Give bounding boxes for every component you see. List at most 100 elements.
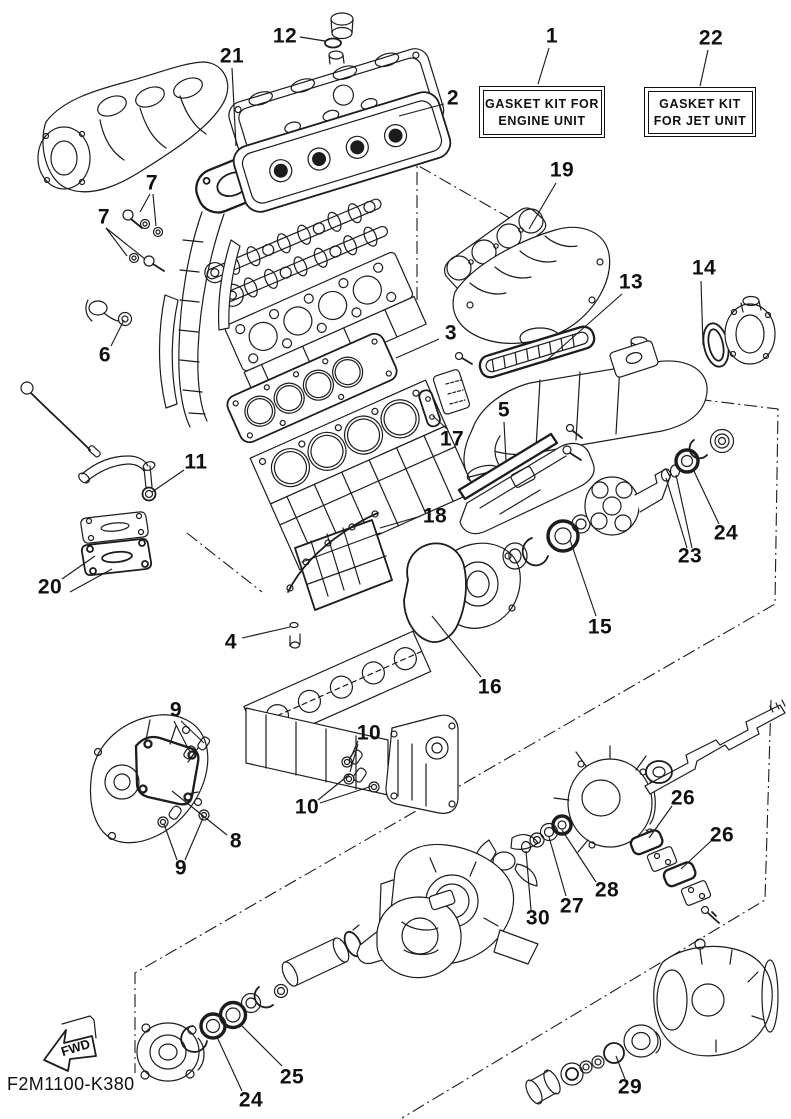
leader-line-21 (231, 67, 237, 147)
muffler-gasket-art (457, 432, 559, 501)
leader-line-17 (432, 415, 448, 430)
breather-gasket-art (80, 537, 153, 577)
coupling-seal-art (502, 445, 591, 570)
leader-line-18 (379, 515, 422, 529)
leader-line-23 (665, 477, 688, 549)
leader-line-9 (184, 817, 204, 861)
intake-manifold-art (37, 61, 229, 193)
callout-number-11: 11 (184, 450, 208, 474)
muffler-art (459, 423, 595, 535)
leader-line-7 (139, 193, 151, 213)
callout-number-14: 14 (691, 256, 717, 280)
coupling-art (584, 468, 671, 536)
leader-line-15 (569, 539, 597, 617)
oil-pump-art (90, 714, 209, 844)
leader-line-24 (216, 1036, 243, 1092)
callout-number-19: 19 (549, 158, 575, 182)
gasket-kit-jet-box: GASKET KIT FOR JET UNIT (644, 87, 756, 137)
oil-filler-cap-art (324, 12, 354, 65)
shaft-seal-bearing-art (674, 428, 735, 474)
callout-number-26: 26 (709, 823, 735, 847)
leader-line-12 (299, 36, 326, 42)
leader-line-10 (349, 743, 359, 773)
leader-line-30 (525, 850, 532, 911)
callout-number-25: 25 (279, 1065, 305, 1089)
exhaust-pipe-art (463, 336, 708, 484)
leader-line-7 (105, 227, 128, 257)
callout-number-13: 13 (618, 270, 644, 294)
callout-number-24: 24 (238, 1088, 264, 1112)
hose-joint-art (85, 299, 133, 327)
leader-line-7 (152, 193, 157, 227)
callout-number-27: 27 (559, 894, 585, 918)
callout-number-22: 22 (698, 26, 724, 50)
gasket-kit-engine-line1: GASKET KIT FOR (485, 96, 599, 111)
callout-number-5: 5 (497, 398, 511, 422)
leader-line-8 (171, 790, 228, 836)
small-bearing-set-art (525, 1055, 605, 1105)
separator-plate-art (286, 510, 393, 611)
leader-line-13 (545, 293, 623, 362)
callout-number-30: 30 (525, 906, 551, 930)
oil-cooler-art (385, 714, 459, 814)
valve-gasket-17-art (418, 351, 473, 428)
leader-line-6 (110, 319, 125, 347)
dipstick-art (20, 381, 101, 458)
leader-line-9 (180, 720, 205, 744)
bolt-set-art (122, 209, 165, 272)
coupling-cover-art (623, 1024, 662, 1058)
callout-number-21: 21 (219, 44, 245, 68)
housing-gasket-art (403, 542, 467, 643)
exhaust-manifold-art (452, 226, 611, 349)
crankcase-art (243, 621, 432, 796)
leader-line-16 (431, 615, 482, 678)
leader-line-22 (699, 49, 709, 87)
leader-line-9 (173, 720, 191, 753)
leader-line-3 (395, 338, 440, 359)
callout-number-18: 18 (422, 504, 448, 528)
oil-pipe-art (78, 455, 157, 502)
callout-number-4: 4 (224, 630, 238, 654)
callout-number-26: 26 (670, 786, 696, 810)
callout-number-12: 12 (272, 24, 298, 48)
callout-number-7: 7 (97, 205, 111, 229)
gasket-kit-engine-box: GASKET KIT FOR ENGINE UNIT (479, 86, 605, 138)
head-gasket-art (226, 332, 398, 444)
leader-line-10 (317, 773, 351, 801)
transom-housing-art (653, 938, 779, 1057)
leader-line-10 (319, 785, 373, 804)
cylinder-block-art (249, 379, 476, 571)
leader-line-7 (105, 227, 146, 260)
leader-line-19 (528, 182, 557, 230)
leader-line-27 (548, 836, 567, 897)
callout-number-16: 16 (477, 675, 503, 699)
callout-leader-lines (61, 36, 720, 1092)
bearing-housing-art (136, 1022, 205, 1082)
callout-number-15: 15 (587, 615, 613, 639)
callout-number-7: 7 (145, 171, 159, 195)
leader-line-29 (615, 1055, 626, 1080)
leader-line-5 (503, 421, 507, 462)
drive-shaft-art (644, 699, 786, 795)
leader-line-9 (163, 823, 178, 861)
outlet-body-art (724, 295, 776, 365)
callout-number-6: 6 (98, 343, 112, 367)
callout-number-1: 1 (545, 24, 559, 48)
callout-number-9: 9 (169, 698, 183, 722)
callout-number-29: 29 (617, 1075, 643, 1099)
drawing-part-code: F2M1100-K380 (7, 1074, 135, 1094)
leader-line-20 (69, 568, 113, 593)
timing-chain-art (158, 211, 241, 428)
valve-cover-gasket-art (232, 91, 452, 213)
leader-line-4 (241, 626, 291, 639)
leader-line-25 (239, 1023, 283, 1067)
oil-pump-gasket-art (134, 735, 200, 806)
callout-number-8: 8 (229, 829, 243, 853)
lower-seal-set-art (180, 983, 289, 1053)
callout-number-23: 23 (677, 544, 703, 568)
gasket-kit-jet-line2: FOR JET UNIT (653, 113, 747, 128)
callout-number-2: 2 (446, 86, 460, 110)
fwd-arrow: FWD (43, 1015, 97, 1072)
leader-line-23 (675, 474, 693, 549)
